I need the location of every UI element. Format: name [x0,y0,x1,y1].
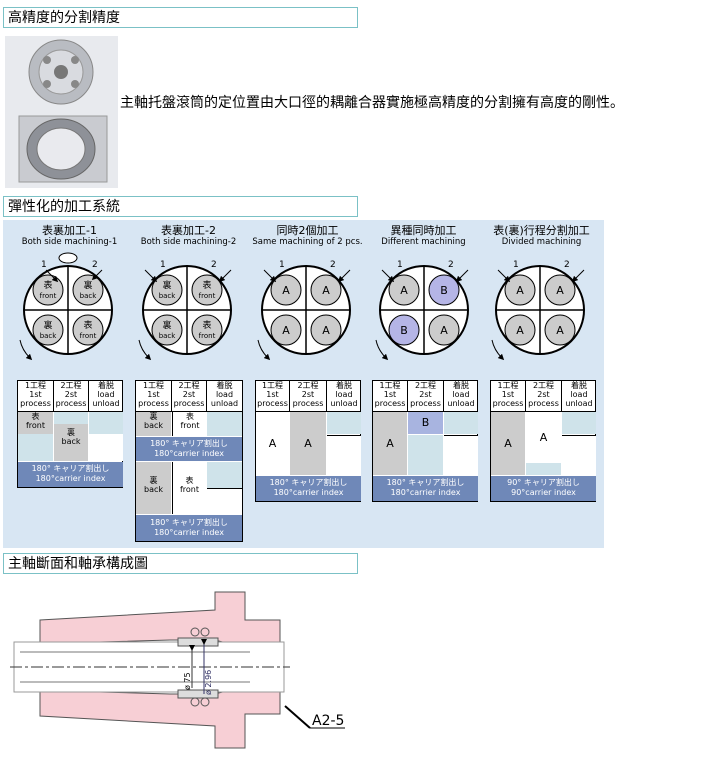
wheel-diagram-4: A B B A 1 2 [375,260,469,361]
product-description: 主軸托盤滾筒的定位置由大口徑的耦離合器實施極高精度的分割擁有高度的剛性。 [120,95,624,111]
svg-text:A: A [516,324,524,337]
svg-text:表: 表 [202,319,211,331]
svg-text:2: 2 [448,260,454,270]
svg-text:A: A [400,284,408,297]
svg-text:表: 表 [83,319,92,331]
svg-text:A: A [556,324,564,337]
svg-text:A: A [282,324,290,337]
svg-text:A: A [322,284,330,297]
svg-text:2: 2 [92,260,98,270]
wheel-diagram-3: A A A A 1 2 [257,260,351,361]
svg-text:裏: 裏 [43,319,52,331]
svg-text:back: back [159,332,177,340]
svg-text:裏: 裏 [162,279,171,291]
svg-text:1: 1 [160,260,166,270]
svg-text:front: front [40,292,57,300]
svg-text:裏: 裏 [83,279,92,291]
svg-text:A: A [282,284,290,297]
section-title-flexible: 彈性化的加工系統 [3,196,358,217]
section-title-spindle: 主軸斷面和軸承構成圖 [3,553,358,574]
svg-text:back: back [159,292,177,300]
dimension-diameter-2: ø 2.96 [204,670,213,695]
svg-text:A: A [516,284,524,297]
spindle-cross-section-drawing: ø 75 ø 2.96 A2-5 [0,580,360,759]
svg-text:2: 2 [330,260,336,270]
svg-text:表: 表 [202,279,211,291]
svg-text:front: front [80,332,97,340]
svg-text:裏: 裏 [162,319,171,331]
svg-text:B: B [400,324,408,337]
spindle-type-label: A2-5 [312,713,344,729]
svg-text:back: back [40,332,58,340]
svg-text:2: 2 [564,260,570,270]
svg-text:1: 1 [397,260,403,270]
wheel-label: 表 [43,279,52,291]
product-photo [5,36,118,188]
wheel-diagram-5: A A A A 1 2 [491,260,585,361]
dimension-diameter-1: ø 75 [183,672,192,690]
svg-text:1: 1 [41,260,47,270]
svg-text:2: 2 [211,260,217,270]
svg-text:1: 1 [513,260,519,270]
svg-text:1: 1 [279,260,285,270]
svg-text:A: A [556,284,564,297]
svg-text:front: front [199,332,216,340]
section-title-precision: 高精度的分割精度 [3,7,358,28]
svg-text:A: A [322,324,330,337]
svg-text:B: B [440,284,448,297]
svg-text:A: A [440,324,448,337]
svg-text:front: front [199,292,216,300]
svg-text:back: back [80,292,98,300]
